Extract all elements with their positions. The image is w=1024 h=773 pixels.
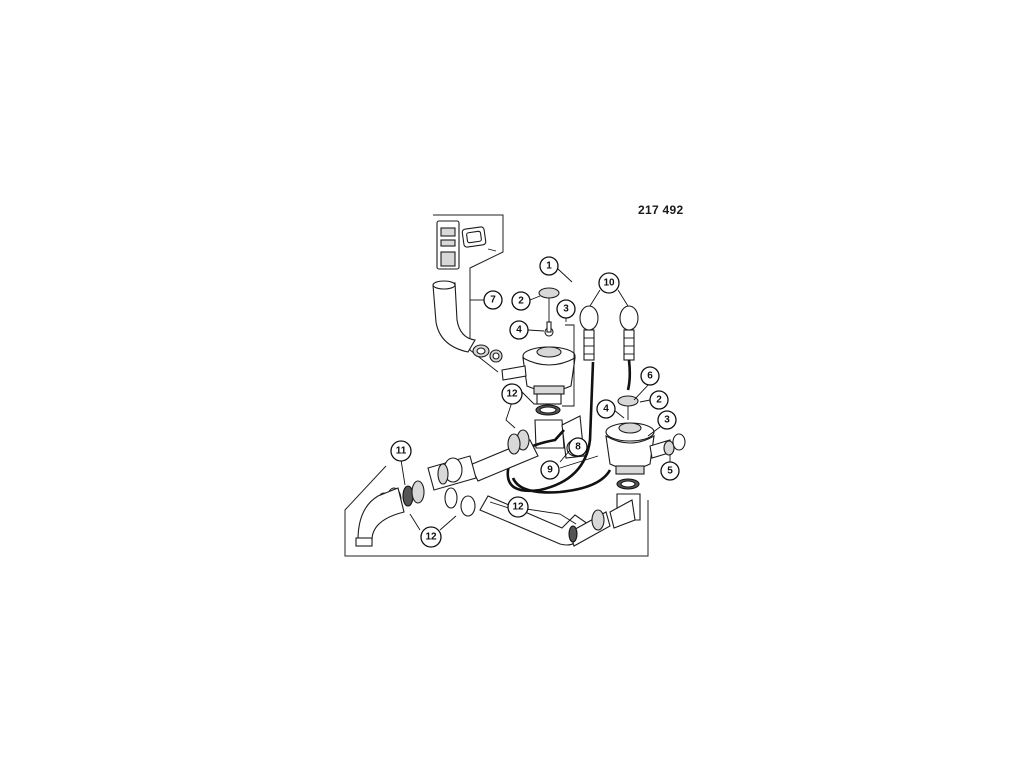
callout-11: 11 [390,440,412,462]
callout-2-right-label: 2 [656,395,662,406]
callout-7-label: 7 [490,295,496,306]
callout-6-label: 6 [647,371,653,382]
callout-12-middle: 12 [507,496,529,518]
callout-9-label: 9 [547,465,553,476]
callout-11-label: 11 [396,446,407,457]
leader-lines [400,268,671,531]
callout-8: 8 [568,437,588,457]
callout-10-label: 10 [603,278,615,289]
callout-4-right: 4 [596,399,616,419]
callout-2-left-label: 2 [518,296,524,307]
callout-4-left-label: 4 [516,325,522,336]
callout-12-top: 12 [501,383,523,405]
callout-10: 10 [598,272,620,294]
callout-5-label: 5 [667,466,673,477]
callout-5: 5 [660,461,680,481]
left-sink-strainer [501,287,585,459]
callout-3-left: 3 [556,299,576,319]
callout-1: 1 [539,256,559,276]
callout-12-middle-label: 12 [512,502,524,513]
callout-12-bottom: 12 [420,526,442,548]
callout-3-right-label: 3 [664,415,670,426]
remote-control-knobs [579,305,639,391]
callout-3-left-label: 3 [563,304,569,315]
callout-8-label: 8 [575,442,581,453]
callout-2-left: 2 [511,291,531,311]
drain-pipes [355,429,636,547]
callout-3-right: 3 [657,410,677,430]
callout-7: 7 [483,290,503,310]
callout-1-label: 1 [546,261,552,272]
callout-12-top-label: 12 [506,389,518,400]
callout-4-left: 4 [509,320,529,340]
overflow-assembly [432,220,503,363]
callout-4-right-label: 4 [603,404,609,415]
callout-9: 9 [540,460,560,480]
callout-2-right: 2 [649,390,669,410]
pop-up-cable-2 [511,469,612,494]
callout-12-bottom-label: 12 [425,532,437,543]
bottom-enclosure-line [344,465,649,557]
catalog-number: 217 492 [638,203,684,217]
callout-6: 6 [640,366,660,386]
